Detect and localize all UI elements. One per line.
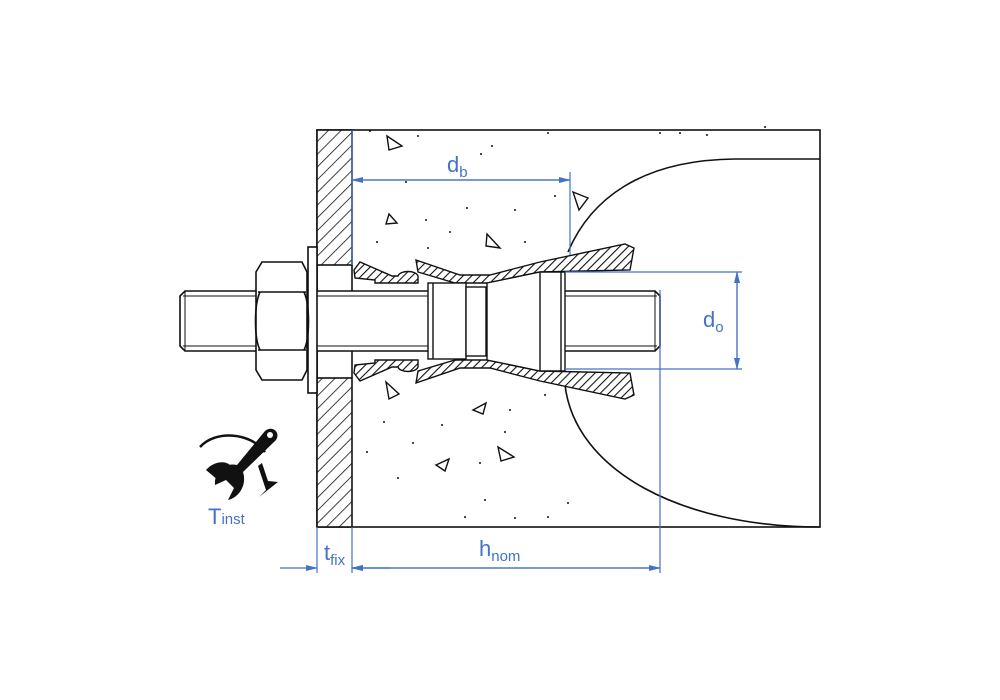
hex-nut [254,261,310,381]
label-hnom: hnom [479,536,520,565]
washer [307,246,318,394]
concrete-dots [366,126,766,519]
concrete-aggregate [384,134,590,473]
label-tinst: Tinst [208,504,246,529]
label-do: do [703,307,724,336]
threaded-rod [179,290,661,352]
dimension-lines [280,130,742,573]
torque-wrench-icon [199,428,278,500]
label-db: db [447,152,468,181]
expansion-sleeve [353,243,635,400]
label-tfix: tfix [324,540,346,569]
